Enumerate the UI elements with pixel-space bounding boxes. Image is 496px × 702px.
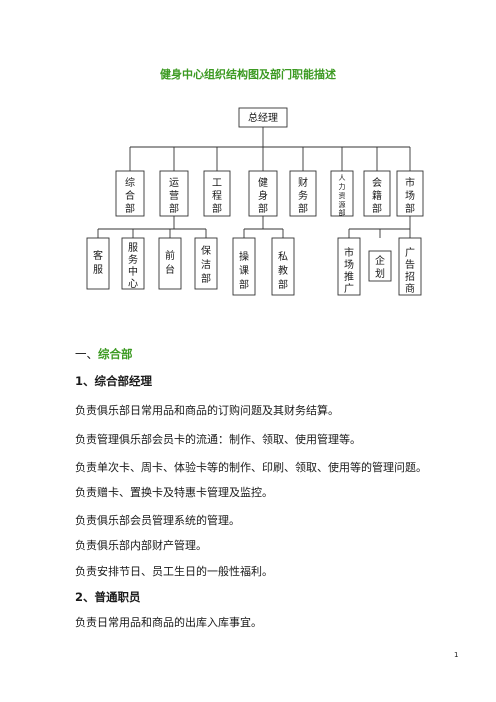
svg-text:推: 推 xyxy=(344,270,354,283)
svg-text:市: 市 xyxy=(344,246,354,259)
svg-text:场: 场 xyxy=(405,189,415,202)
section-number: 一、 xyxy=(75,347,98,361)
svg-text:部: 部 xyxy=(239,278,249,291)
svg-text:操: 操 xyxy=(239,250,249,263)
org-node-finance-dept: 财 务 部 xyxy=(289,170,317,217)
paragraph: 负责俱乐部内部财产管理。 xyxy=(75,539,207,552)
svg-text:洁: 洁 xyxy=(201,258,211,271)
org-chart-connectors xyxy=(97,127,411,238)
svg-text:程: 程 xyxy=(212,190,222,202)
org-node-service-center: 服 务 中 心 xyxy=(121,237,145,290)
org-node-planning: 企 划 xyxy=(368,250,392,282)
svg-text:部: 部 xyxy=(125,202,135,215)
svg-text:力: 力 xyxy=(339,182,346,191)
svg-text:源: 源 xyxy=(339,200,346,209)
document-title: 健身中心组织结构图及部门职能描述 xyxy=(160,68,336,81)
org-node-personal-training-dept: 私 教 部 xyxy=(271,237,295,296)
svg-text:财: 财 xyxy=(298,176,308,189)
svg-text:身: 身 xyxy=(258,189,268,202)
org-node-group-class-dept: 操 课 部 xyxy=(232,237,256,296)
svg-text:部: 部 xyxy=(169,202,179,215)
svg-text:客: 客 xyxy=(93,249,103,262)
paragraph: 负责管理俱乐部会员卡的流通：制作、领取、使用管理等。 xyxy=(75,433,361,446)
page-number: 1 xyxy=(454,651,459,659)
svg-text:人: 人 xyxy=(339,174,346,182)
svg-text:部: 部 xyxy=(278,278,288,291)
org-node-fitness-dept: 健 身 部 xyxy=(248,170,278,217)
org-chart: 总经理 综 合 部 运 营 部 工 程 部 健 身 部 财 务 部 人 力 资 … xyxy=(86,107,424,296)
paragraph: 负责单次卡、周卡、体验卡等的制作、印刷、领取、使用等的管理问题。 xyxy=(75,461,427,474)
svg-text:企: 企 xyxy=(375,254,385,267)
subsection-heading: 2、普通职员 xyxy=(75,590,141,604)
svg-text:中: 中 xyxy=(128,265,138,278)
svg-text:部: 部 xyxy=(258,202,268,215)
svg-text:部: 部 xyxy=(372,202,382,215)
org-node-engineering-dept: 工 程 部 xyxy=(203,170,231,217)
org-node-general-affairs-dept: 综 合 部 xyxy=(115,170,145,217)
svg-text:广: 广 xyxy=(405,247,415,259)
svg-text:部: 部 xyxy=(201,272,211,285)
svg-text:健: 健 xyxy=(258,177,268,189)
svg-text:运: 运 xyxy=(169,177,179,189)
svg-text:会: 会 xyxy=(372,176,382,189)
svg-text:综: 综 xyxy=(125,176,135,189)
svg-text:服: 服 xyxy=(128,242,138,254)
org-node-advertising-recruitment: 广 告 招 商 xyxy=(398,237,422,296)
svg-text:部: 部 xyxy=(298,202,308,215)
svg-text:务: 务 xyxy=(298,189,308,202)
svg-text:务: 务 xyxy=(128,253,138,266)
org-node-label: 总经理 xyxy=(248,111,278,124)
svg-text:台: 台 xyxy=(165,263,175,276)
subsection-heading: 1、综合部经理 xyxy=(75,374,153,388)
svg-text:保: 保 xyxy=(201,244,211,257)
svg-text:私: 私 xyxy=(278,251,288,263)
svg-text:营: 营 xyxy=(169,189,179,202)
svg-text:告: 告 xyxy=(405,258,415,271)
org-node-front-desk: 前 台 xyxy=(158,237,182,290)
svg-text:部: 部 xyxy=(405,202,415,215)
paragraph: 负责日常用品和商品的出库入库事宜。 xyxy=(75,616,262,629)
svg-text:服: 服 xyxy=(93,264,103,276)
org-node-market-promotion: 市 场 推 广 xyxy=(337,237,361,296)
svg-text:商: 商 xyxy=(405,282,415,295)
paragraph: 负责俱乐部日常用品和商品的订购问题及其财务结算。 xyxy=(75,404,339,417)
svg-text:工: 工 xyxy=(212,178,222,189)
section-name: 综合部 xyxy=(98,347,133,361)
svg-text:招: 招 xyxy=(405,270,415,283)
svg-text:前: 前 xyxy=(165,249,175,262)
svg-text:场: 场 xyxy=(344,258,354,271)
svg-text:市: 市 xyxy=(405,176,415,189)
svg-text:心: 心 xyxy=(128,278,138,290)
org-node-cleaning-dept: 保 洁 部 xyxy=(194,237,218,290)
paragraph: 负责安排节日、员工生日的一般性福利。 xyxy=(75,565,273,578)
svg-text:合: 合 xyxy=(125,189,135,202)
org-node-operations-dept: 运 营 部 xyxy=(159,170,189,217)
org-node-customer-service: 客 服 xyxy=(86,237,110,290)
svg-text:划: 划 xyxy=(375,267,385,280)
section-heading: 一、综合部 xyxy=(75,346,133,362)
org-node-hr-dept: 人 力 资 源 部 xyxy=(330,170,354,217)
paragraph: 负责俱乐部会员管理系统的管理。 xyxy=(75,514,240,527)
svg-text:部: 部 xyxy=(212,202,222,215)
org-node-membership-dept: 会 籍 部 xyxy=(363,170,391,217)
svg-text:资: 资 xyxy=(339,191,346,200)
org-node-marketing-dept: 市 场 部 xyxy=(396,170,424,217)
svg-text:籍: 籍 xyxy=(372,189,382,202)
svg-text:广: 广 xyxy=(344,283,354,295)
org-node-general-manager: 总经理 xyxy=(238,107,288,128)
svg-text:课: 课 xyxy=(239,265,249,277)
svg-text:部: 部 xyxy=(339,208,346,217)
svg-text:教: 教 xyxy=(278,264,288,277)
paragraph: 负责赠卡、置换卡及特惠卡管理及监控。 xyxy=(75,486,273,499)
